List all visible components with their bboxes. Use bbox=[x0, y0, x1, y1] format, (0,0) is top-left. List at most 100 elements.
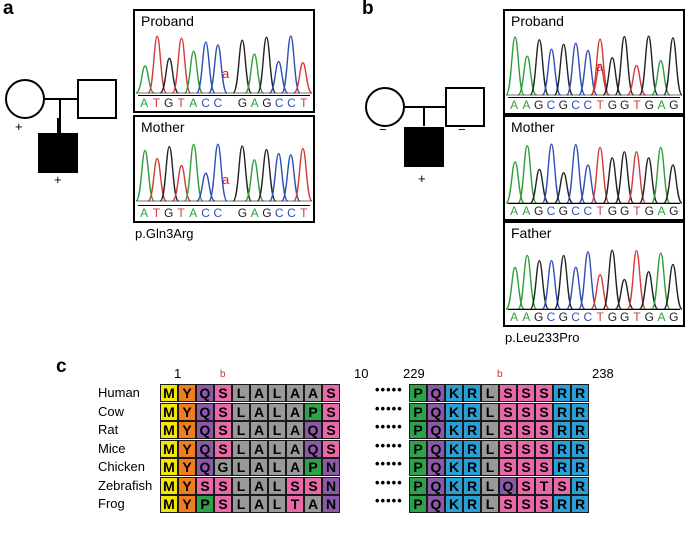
right-block-cell: R bbox=[553, 439, 571, 458]
pedigree-a bbox=[5, 79, 117, 173]
trace-peak bbox=[505, 161, 525, 204]
pedigree-b bbox=[365, 87, 485, 167]
right-block-cell: R bbox=[571, 476, 589, 495]
left-block-cell: L bbox=[232, 421, 250, 439]
trace-peak bbox=[268, 152, 289, 202]
base-letter: A bbox=[522, 204, 531, 218]
trace-peak bbox=[208, 143, 228, 202]
left-block-cell: S bbox=[214, 476, 232, 495]
right-block-cell: R bbox=[463, 439, 481, 458]
trace-peak bbox=[638, 157, 659, 204]
left-block-cell: A bbox=[250, 421, 268, 439]
left-block-cell: L bbox=[232, 495, 250, 513]
base-letter: C bbox=[546, 98, 556, 112]
trace-peak bbox=[517, 55, 538, 96]
base-letter: G bbox=[558, 98, 568, 112]
mutant-peak bbox=[590, 63, 610, 96]
trace-peak bbox=[293, 62, 313, 94]
trace-peak bbox=[650, 59, 671, 96]
alignment-gap: ••••• bbox=[375, 437, 403, 453]
base-letter: G bbox=[620, 204, 630, 218]
left-block-cell: A bbox=[286, 402, 304, 421]
base-letter: A bbox=[510, 98, 519, 112]
left-block-cell: S bbox=[196, 476, 214, 495]
left-block-cell: A bbox=[286, 439, 304, 458]
trace-peak bbox=[529, 260, 550, 310]
alignment-gap: ••••• bbox=[375, 493, 403, 508]
trace-peak bbox=[650, 146, 671, 204]
left-block-cell: A bbox=[286, 458, 304, 476]
base-letter: G bbox=[558, 204, 568, 218]
trace-label: Proband bbox=[511, 13, 564, 29]
left-block-cell: M bbox=[160, 384, 178, 402]
base-letter: G bbox=[620, 98, 630, 112]
left-block-cell: P bbox=[304, 402, 322, 421]
left-block-cell: Q bbox=[304, 439, 322, 458]
species-label: Chicken bbox=[98, 459, 145, 474]
base-letter: A bbox=[522, 98, 531, 112]
panel-b-label: b bbox=[362, 0, 374, 19]
left-block-cell: Y bbox=[178, 384, 196, 402]
trace-peak bbox=[663, 164, 683, 204]
left-block-cell: L bbox=[268, 402, 286, 421]
right-block-cell: Q bbox=[427, 384, 445, 402]
left-block-cell: T bbox=[286, 495, 304, 513]
trace-peak bbox=[553, 43, 574, 96]
base-letter: A bbox=[522, 310, 531, 324]
base-letter: T bbox=[177, 206, 185, 220]
left-block-cell: Q bbox=[304, 421, 322, 439]
left-block-cell: S bbox=[214, 421, 232, 439]
species-label: Cow bbox=[98, 403, 125, 419]
base-letter: G bbox=[669, 204, 679, 218]
trace-peak bbox=[663, 263, 683, 310]
species-label: Zebrafish bbox=[98, 477, 153, 493]
right-block-cell: S bbox=[535, 495, 553, 513]
right-block-cell: S bbox=[499, 421, 517, 439]
left-block-cell: A bbox=[250, 476, 268, 495]
base-letter: C bbox=[287, 206, 296, 220]
right-block-cell: R bbox=[463, 495, 481, 513]
right-block-cell: R bbox=[463, 421, 481, 439]
trace-peak bbox=[602, 249, 623, 310]
right-block-cell: Q bbox=[427, 476, 445, 495]
left-block-cell: A bbox=[286, 421, 304, 439]
mutation-marker: a bbox=[222, 66, 230, 81]
right-block-cell: L bbox=[481, 402, 499, 421]
right-block-cell: L bbox=[481, 458, 499, 476]
left-block-cell: S bbox=[286, 476, 304, 495]
right-block-cell: P bbox=[409, 439, 427, 458]
base-letter: A bbox=[510, 204, 519, 218]
left-block-cell: M bbox=[160, 421, 178, 439]
trace-peak bbox=[565, 144, 586, 204]
right-block-cell: S bbox=[535, 439, 553, 458]
base-letter: G bbox=[237, 206, 248, 220]
base-letter: C bbox=[571, 98, 580, 112]
trace-peak bbox=[135, 149, 155, 202]
left-block-cell: A bbox=[286, 384, 304, 402]
trace-peak bbox=[541, 259, 562, 310]
trace-label: Mother bbox=[141, 119, 185, 135]
right-block-cell: Q bbox=[427, 402, 445, 421]
chromatogram-trace bbox=[505, 143, 683, 204]
trace-peak bbox=[232, 39, 253, 94]
right-block-cell: S bbox=[535, 402, 553, 421]
left-block-cell: Q bbox=[196, 458, 214, 476]
base-letter: A bbox=[657, 204, 666, 218]
trace-peak bbox=[614, 35, 635, 96]
left-block-cell: S bbox=[304, 476, 322, 495]
right-block-cell: P bbox=[409, 476, 427, 495]
right-block-cell: K bbox=[445, 439, 463, 458]
right-block-cell: S bbox=[517, 384, 535, 402]
trace-peak bbox=[565, 266, 586, 310]
position-229: 229 bbox=[403, 366, 425, 381]
left-block-cell: M bbox=[160, 439, 178, 458]
alignment-gap: ••••• bbox=[375, 419, 403, 434]
left-block-cell: S bbox=[214, 439, 232, 458]
base-letter: A bbox=[189, 206, 198, 220]
base-letter: G bbox=[262, 206, 272, 220]
trace-peak bbox=[256, 148, 277, 202]
right-block-cell: S bbox=[499, 439, 517, 458]
right-block-cell: Q bbox=[427, 439, 445, 458]
